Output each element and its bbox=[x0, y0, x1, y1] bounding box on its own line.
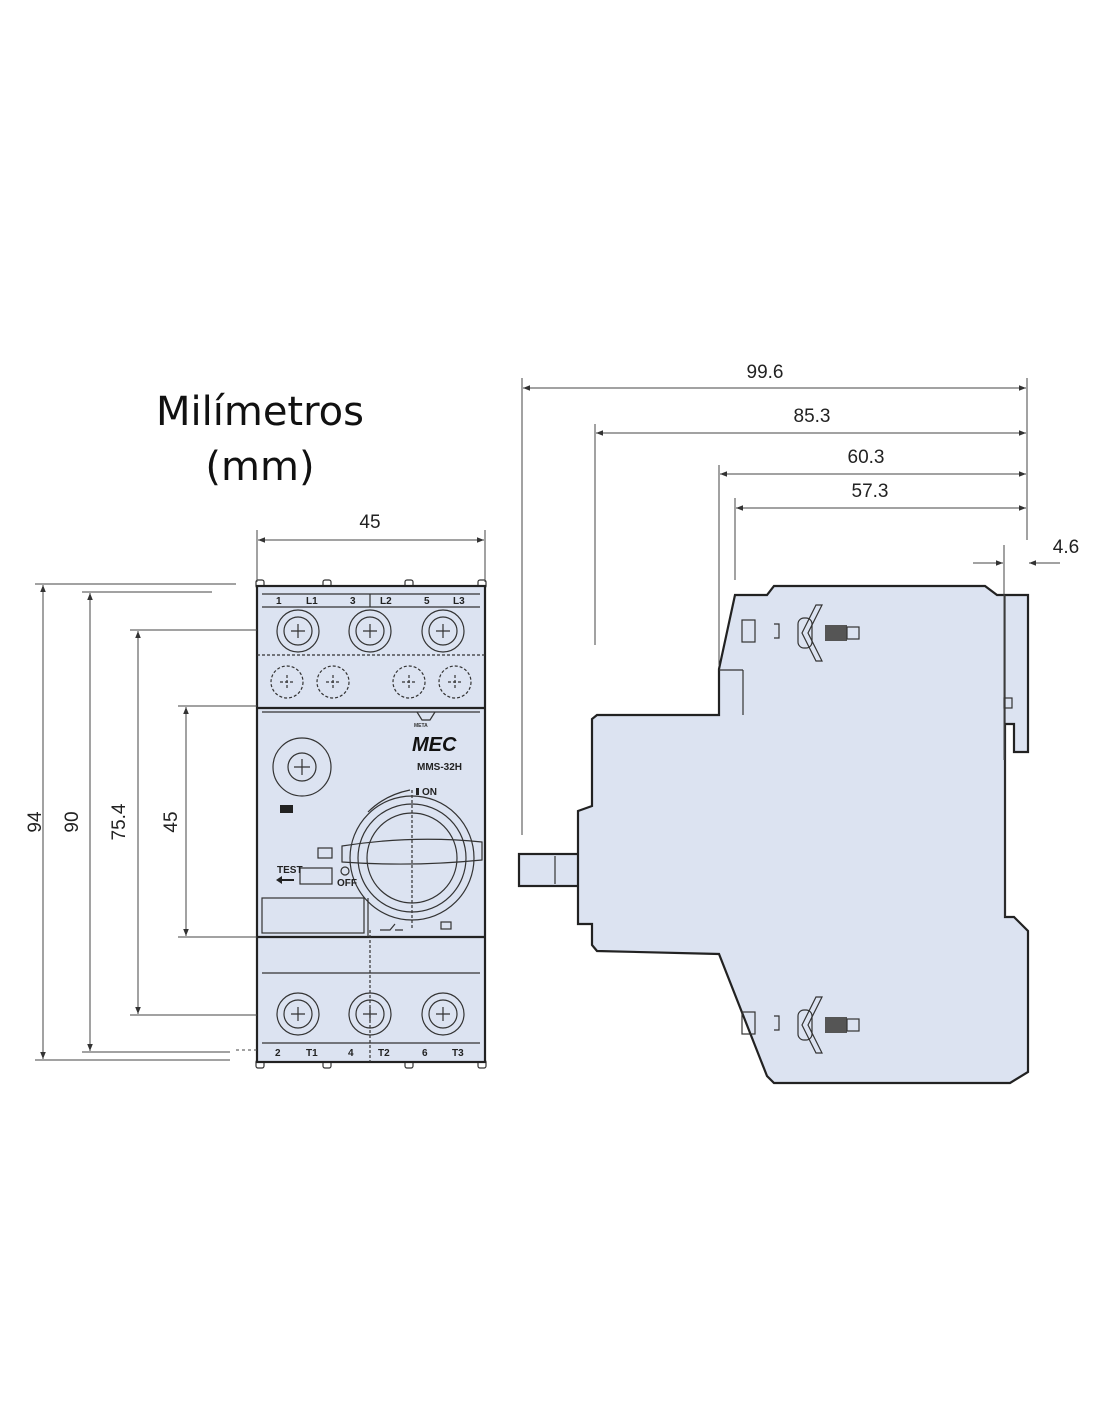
dim-width: 45 bbox=[359, 512, 380, 533]
terminal-label: 5 bbox=[424, 596, 430, 607]
on-marker-icon bbox=[416, 788, 419, 795]
front-view: 1 L1 3 L2 5 L3 META MEC MMS-32H bbox=[255, 579, 487, 1069]
side-housing bbox=[576, 584, 1030, 1085]
dim-mount-pitch: 75.4 bbox=[109, 803, 130, 840]
dim-height-body: 90 bbox=[62, 811, 83, 832]
units-caption: Milímetros (mm) bbox=[100, 385, 420, 495]
terminal-label: L2 bbox=[380, 596, 392, 607]
terminal-label: T3 bbox=[452, 1048, 464, 1059]
terminal-screw-icon bbox=[276, 609, 465, 653]
terminal-label: T2 bbox=[378, 1048, 390, 1059]
units-line1: Milímetros bbox=[156, 389, 364, 435]
brand-logo: META MEC MMS-32H bbox=[412, 723, 462, 773]
bottom-terminal-labels: 2 T1 4 T2 6 T3 bbox=[275, 1048, 464, 1059]
dim-rail-offset: 4.6 bbox=[1053, 537, 1079, 558]
units-line2: (mm) bbox=[205, 444, 315, 490]
terminal-label: 6 bbox=[422, 1048, 428, 1059]
side-dimensions: 99.6 85.3 60.3 57.3 4.6 bbox=[521, 362, 1079, 835]
off-label: OFF bbox=[337, 878, 357, 889]
brand-label: MEC bbox=[412, 734, 457, 756]
terminal-label: 3 bbox=[350, 596, 356, 607]
handle-shaft bbox=[517, 852, 581, 888]
front-housing bbox=[255, 584, 487, 1064]
dim-depth-step: 60.3 bbox=[848, 447, 885, 468]
dim-depth-body: 85.3 bbox=[794, 406, 831, 427]
brand-small-label: META bbox=[414, 723, 428, 729]
terminal-screw-icon bbox=[276, 992, 465, 1036]
on-label: ON bbox=[422, 787, 437, 798]
indicator-icon bbox=[280, 805, 293, 813]
side-view bbox=[517, 584, 1030, 1085]
front-dimensions: 45 94 90 75.4 45 bbox=[25, 512, 486, 1061]
test-label: TEST bbox=[277, 865, 303, 876]
terminal-label: 2 bbox=[275, 1048, 281, 1059]
dim-depth-overall: 99.6 bbox=[747, 362, 784, 383]
arrow-left-icon bbox=[276, 876, 294, 884]
terminal-label: T1 bbox=[306, 1048, 318, 1059]
dim-height-overall: 94 bbox=[25, 811, 46, 833]
dim-window: 45 bbox=[161, 811, 182, 832]
side-terminal-screw-icon bbox=[741, 604, 860, 1054]
terminal-label: 4 bbox=[348, 1048, 354, 1059]
dim-depth-top: 57.3 bbox=[852, 481, 889, 502]
terminal-label: L3 bbox=[453, 596, 465, 607]
model-label: MMS-32H bbox=[417, 762, 462, 773]
aux-screw-icon bbox=[270, 665, 472, 699]
current-adjust-dial-icon bbox=[272, 737, 332, 797]
top-terminal-labels: 1 L1 3 L2 5 L3 bbox=[276, 596, 465, 607]
terminal-label: L1 bbox=[306, 596, 318, 607]
test-button[interactable] bbox=[299, 847, 350, 885]
terminal-label: 1 bbox=[276, 596, 282, 607]
rotary-handle[interactable] bbox=[341, 789, 483, 930]
